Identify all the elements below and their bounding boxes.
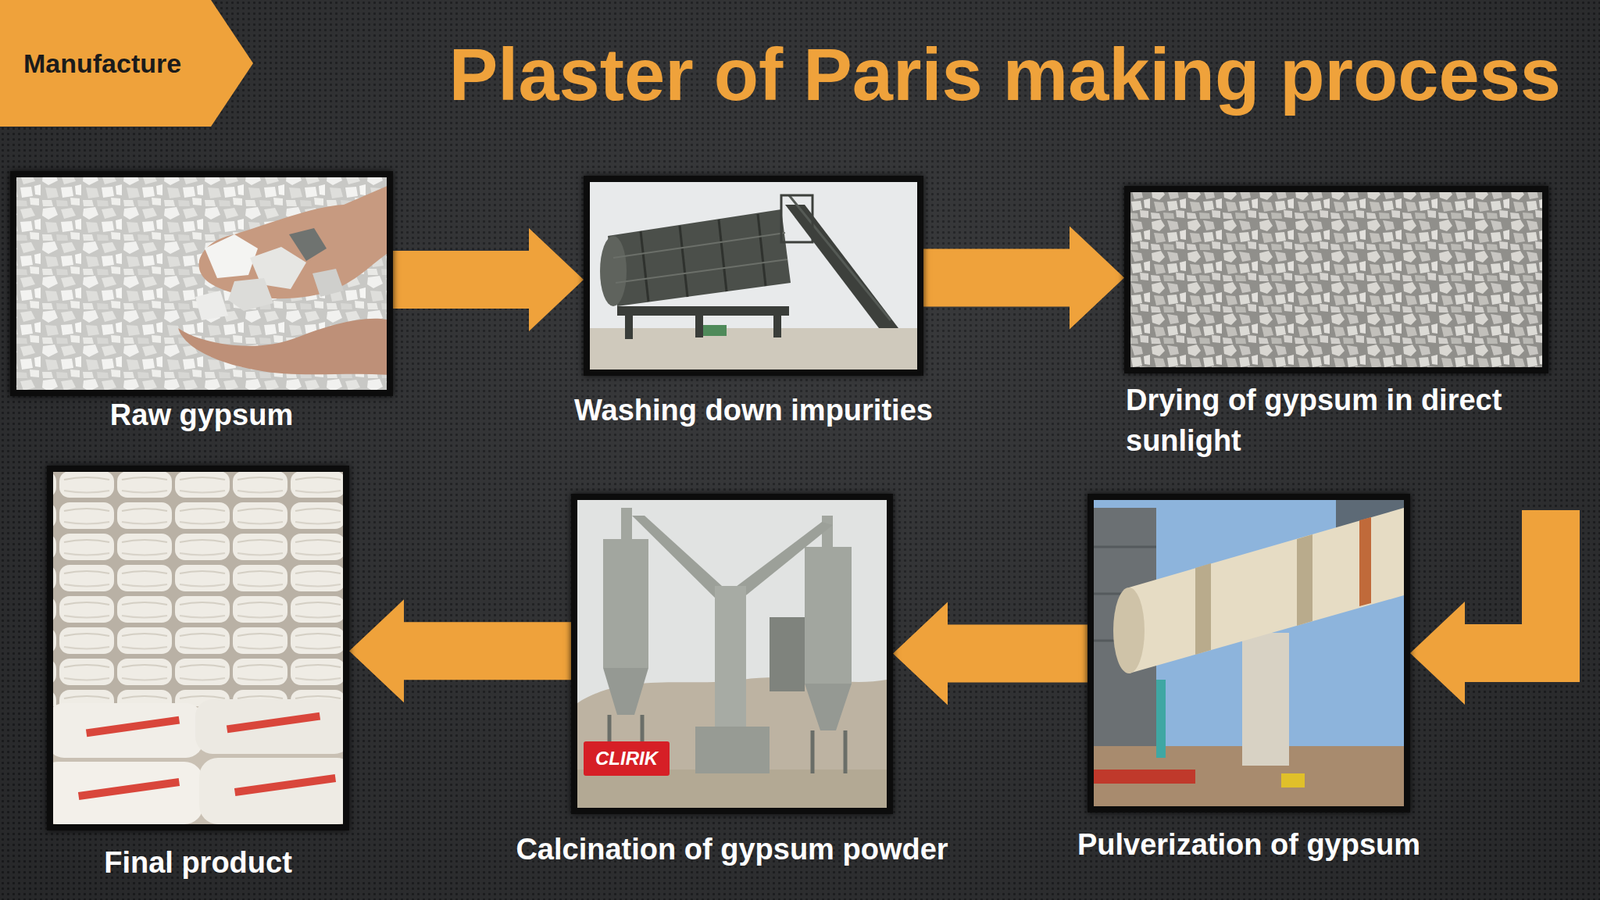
washing-drum-photo-line bbox=[789, 195, 891, 321]
block-arrow bbox=[1410, 510, 1580, 705]
washing-drum-photo-line bbox=[615, 259, 788, 283]
washing-drum-photo-rect bbox=[589, 328, 918, 370]
mill-plant-photo-rect bbox=[714, 585, 747, 750]
rotary-kiln-photo-polygon bbox=[1296, 534, 1313, 626]
process-step: Drying of gypsum in direct sunlight bbox=[1124, 185, 1549, 374]
mill-plant-photo-polygon bbox=[603, 667, 649, 715]
step-caption-group: Pulverization of gypsum bbox=[1077, 826, 1421, 863]
gravel-photo-rect bbox=[1130, 192, 1543, 368]
washing-drum-photo bbox=[589, 182, 918, 370]
block-arrow bbox=[349, 599, 572, 703]
step-caption: Washing down impurities bbox=[574, 392, 933, 429]
step-caption-group: Final product bbox=[103, 844, 293, 881]
rotary-kiln-photo-rect bbox=[1281, 773, 1305, 788]
raw-gypsum-photo-polygon bbox=[312, 268, 344, 297]
raw-gypsum-photo-path bbox=[199, 184, 387, 299]
washing-drum-photo-line bbox=[613, 232, 786, 258]
bag-stack-photo-rect bbox=[53, 471, 343, 707]
mill-plant-photo-line bbox=[843, 730, 848, 774]
rotary-kiln-photo-rect bbox=[1093, 769, 1196, 784]
step-caption: Drying of gypsum in direct sunlight bbox=[1125, 379, 1587, 461]
bag-stack-photo-rect bbox=[226, 712, 321, 734]
mill-plant-photo-rect bbox=[583, 741, 670, 776]
block-arrow bbox=[923, 226, 1125, 330]
process-step: Washing down impurities bbox=[583, 175, 924, 376]
bag-stack-photo-rect bbox=[234, 774, 336, 797]
mill-plant-photo-polygon bbox=[804, 683, 852, 731]
banner-pentagon bbox=[0, 0, 254, 127]
mill-plant-photo-rect bbox=[804, 546, 852, 684]
bag-stack-photo-rect bbox=[85, 716, 180, 738]
step-caption: Calcination of gypsum powder bbox=[515, 831, 948, 868]
bag-stack-photo-rect bbox=[78, 778, 180, 800]
raw-gypsum-photo bbox=[16, 177, 387, 390]
mill-plant-photo-rect bbox=[769, 617, 805, 692]
bag-stack-photo-rect bbox=[195, 699, 343, 754]
washing-drum-photo-ellipse bbox=[600, 235, 627, 307]
mill-plant-photo-rect bbox=[577, 500, 887, 808]
bag-stack-photo-rect bbox=[53, 703, 204, 758]
slide-title: Plaster of Paris making process bbox=[449, 34, 1561, 115]
washing-drum-photo-rect bbox=[625, 315, 633, 340]
washing-drum-photo-line bbox=[757, 214, 766, 286]
rotary-kiln-photo-polygon bbox=[1359, 517, 1372, 607]
washing-drum-photo-line bbox=[718, 219, 727, 292]
washing-drum-photo-rect bbox=[695, 312, 704, 338]
rotary-kiln-photo-rect bbox=[1156, 679, 1166, 758]
bag-stack-photo-rect bbox=[199, 757, 343, 825]
step-caption-group: Calcination of gypsum powder bbox=[515, 831, 948, 868]
block-arrow bbox=[892, 602, 1088, 706]
mill-plant-photo-rect bbox=[821, 515, 833, 551]
raw-gypsum-photo-polygon bbox=[204, 234, 258, 279]
process-step: Raw gypsum bbox=[10, 171, 393, 397]
process-step: Pulverization of gypsum bbox=[1087, 493, 1411, 813]
washing-drum-photo-rect bbox=[589, 182, 918, 370]
mill-plant-photo-rect bbox=[603, 539, 649, 668]
bag-stack-photo-rect bbox=[53, 761, 204, 825]
washing-drum-photo-line bbox=[640, 231, 649, 302]
step-caption: Pulverization of gypsum bbox=[1077, 826, 1421, 863]
rotary-kiln-photo-rect bbox=[1242, 632, 1290, 766]
section-banner: Manufacture bbox=[0, 0, 254, 127]
washing-drum-photo-rect bbox=[773, 309, 782, 338]
banner-text: Manufacture bbox=[23, 48, 182, 79]
washing-drum-photo-polygon bbox=[607, 209, 791, 307]
washing-drum-photo-line bbox=[679, 225, 688, 297]
raw-gypsum-photo-polygon bbox=[195, 290, 229, 321]
banner-text-box: Manufacture bbox=[23, 0, 182, 127]
step-caption-group: Raw gypsum bbox=[110, 396, 293, 433]
gravel-photo bbox=[1130, 192, 1543, 368]
step-caption-group: Washing down impurities bbox=[574, 392, 933, 429]
washing-drum-photo-rect bbox=[703, 325, 727, 336]
rotary-kiln-photo-polygon bbox=[1195, 563, 1211, 655]
step-caption: Final product bbox=[103, 844, 293, 881]
rotary-kiln-photo-line bbox=[1093, 546, 1157, 549]
rotary-kiln-photo-rect bbox=[1093, 500, 1404, 807]
logo-watermark: CLIRIK bbox=[583, 741, 670, 776]
mill-plant-photo bbox=[577, 500, 887, 808]
step-caption-group: Drying of gypsum in direct sunlight bbox=[1125, 379, 1587, 461]
raw-gypsum-photo-polygon bbox=[228, 278, 274, 311]
washing-drum-photo-rect bbox=[781, 195, 813, 243]
block-arrow bbox=[392, 228, 584, 332]
rotary-kiln-photo-polygon bbox=[1128, 507, 1404, 674]
process-step: Final product bbox=[46, 465, 350, 831]
rotary-kiln-photo-ellipse bbox=[1113, 587, 1145, 674]
step-caption: Raw gypsum bbox=[110, 396, 293, 433]
raw-gypsum-photo-path bbox=[178, 318, 387, 375]
bag-stack-photo bbox=[53, 471, 343, 825]
mill-plant-photo-rect bbox=[695, 726, 770, 774]
gravel-photo-rect bbox=[1130, 192, 1543, 368]
mill-plant-photo-rect bbox=[621, 507, 633, 543]
raw-gypsum-photo-polygon bbox=[289, 228, 327, 261]
mill-plant-photo-line bbox=[810, 730, 815, 774]
rotary-kiln-photo bbox=[1093, 500, 1404, 807]
